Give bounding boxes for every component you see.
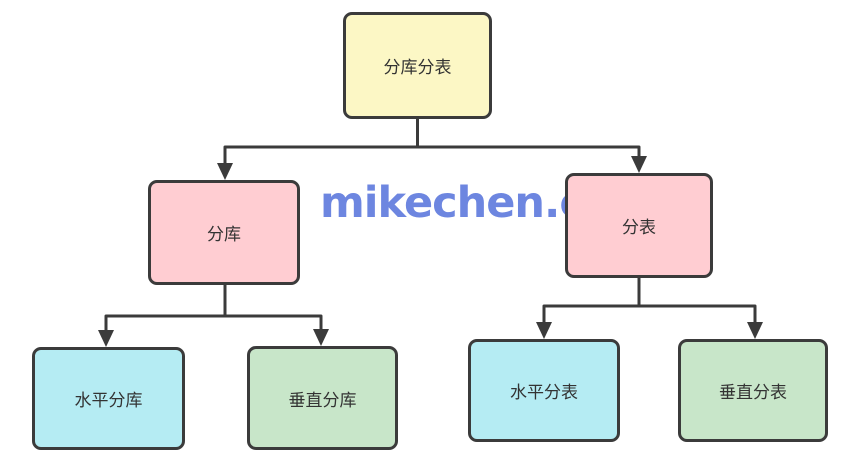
node-root-sharding: 分库分表 xyxy=(343,12,492,119)
node-label: 分表 xyxy=(622,218,656,238)
arrowhead-to-fenbiao xyxy=(631,156,647,173)
node-label: 垂直分库 xyxy=(288,390,357,411)
arrowhead-to-hfenku xyxy=(98,330,114,347)
node-vertical-database-sharding: 垂直分库 xyxy=(247,346,398,450)
node-label: 水平分库 xyxy=(74,391,143,411)
node-vertical-table-sharding: 垂直分表 xyxy=(678,339,828,442)
connector-root-branch xyxy=(223,145,641,170)
node-horizontal-table-sharding: 水平分表 xyxy=(468,339,620,442)
node-table-sharding: 分表 xyxy=(565,173,713,278)
node-label: 水平分表 xyxy=(510,383,578,403)
arrowhead-to-fenku xyxy=(217,163,233,180)
connector-fenku-branch xyxy=(104,314,323,336)
connector-fenbiao-branch xyxy=(542,304,757,328)
node-database-sharding: 分库 xyxy=(148,180,300,285)
arrowhead-to-vfenbiao xyxy=(747,322,763,339)
arrowhead-to-vfenku xyxy=(313,329,329,346)
node-label: 垂直分表 xyxy=(719,383,787,403)
node-horizontal-database-sharding: 水平分库 xyxy=(32,347,185,450)
node-label: 分库分表 xyxy=(383,58,452,78)
arrowhead-to-hfenbiao xyxy=(536,322,552,339)
node-label: 分库 xyxy=(207,225,241,245)
watermark-text: mikechen.cc xyxy=(320,178,609,228)
